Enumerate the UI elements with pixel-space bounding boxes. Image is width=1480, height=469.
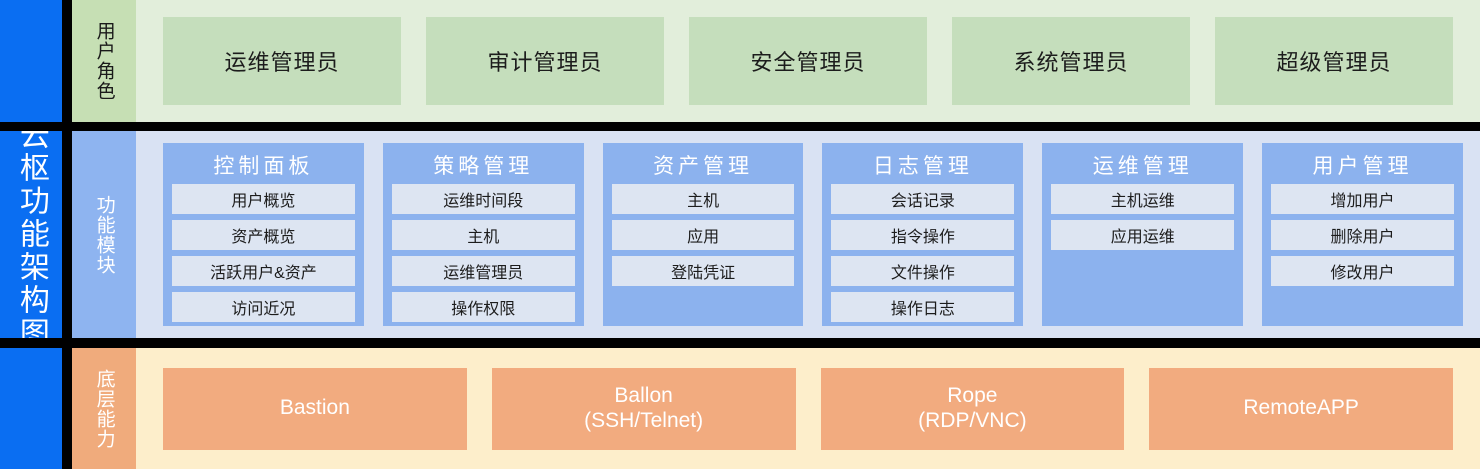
module-item[interactable]: 登陆凭证 — [611, 256, 795, 286]
module-item[interactable]: 文件操作 — [831, 256, 1015, 286]
band-body-user-roles: 运维管理员 审计管理员 安全管理员 系统管理员 超级管理员 — [136, 0, 1480, 122]
role-box-security-admin[interactable]: 安全管理员 — [689, 17, 927, 105]
module-card-user-management[interactable]: 用户管理 增加用户 删除用户 修改用户 — [1262, 143, 1463, 326]
module-item[interactable]: 用户概览 — [172, 184, 355, 214]
module-item-list: 会话记录 指令操作 文件操作 操作日志 — [831, 184, 1015, 322]
band-underlying-capability: 底层能力 Bastion Ballon (SSH/Telnet) Rope (R… — [72, 348, 1480, 469]
module-item[interactable]: 应用 — [611, 220, 795, 250]
module-item[interactable]: 操作日志 — [831, 292, 1015, 322]
module-item-list: 主机 应用 登陆凭证 — [611, 184, 795, 286]
module-card-policy-management[interactable]: 策略管理 运维时间段 主机 运维管理员 操作权限 — [382, 143, 584, 326]
module-item-list: 主机运维 应用运维 — [1051, 184, 1235, 250]
band-label-function-modules: 功能模块 — [72, 131, 136, 338]
module-item-list: 运维时间段 主机 运维管理员 操作权限 — [391, 184, 575, 322]
divider-bottom — [0, 338, 1480, 348]
module-title: 日志管理 — [872, 155, 973, 178]
module-item[interactable]: 会话记录 — [831, 184, 1015, 214]
module-title: 用户管理 — [1312, 155, 1413, 178]
capability-box-bastion[interactable]: Bastion — [163, 367, 467, 450]
module-item[interactable]: 增加用户 — [1271, 184, 1454, 214]
module-title: 运维管理 — [1092, 155, 1193, 178]
module-item[interactable]: 主机 — [391, 220, 575, 250]
module-item[interactable]: 运维时间段 — [391, 184, 575, 214]
band-label-text: 功能模块 — [93, 194, 115, 275]
divider-top — [0, 122, 1480, 131]
module-title: 控制面板 — [213, 155, 314, 178]
band-label-text: 用户角色 — [93, 21, 115, 101]
module-item[interactable]: 指令操作 — [831, 220, 1015, 250]
module-item-list: 用户概览 资产概览 活跃用户&资产 访问近况 — [172, 184, 355, 322]
diagram-title: 云枢功能架构图 — [14, 119, 48, 350]
module-item[interactable]: 运维管理员 — [391, 256, 575, 286]
module-item[interactable]: 删除用户 — [1271, 220, 1454, 250]
module-item[interactable]: 应用运维 — [1051, 220, 1235, 250]
capability-box-ballon[interactable]: Ballon (SSH/Telnet) — [491, 367, 796, 450]
role-box-ops-admin[interactable]: 运维管理员 — [163, 17, 401, 105]
band-label-text: 底层能力 — [93, 368, 115, 449]
module-card-ops-management[interactable]: 运维管理 主机运维 应用运维 — [1042, 143, 1244, 326]
module-item[interactable]: 主机 — [611, 184, 795, 214]
module-card-log-management[interactable]: 日志管理 会话记录 指令操作 文件操作 操作日志 — [822, 143, 1024, 326]
module-card-control-panel[interactable]: 控制面板 用户概览 资产概览 活跃用户&资产 访问近况 — [163, 143, 364, 326]
diagram-title-bar: 云枢功能架构图 — [0, 0, 62, 469]
band-label-user-roles: 用户角色 — [72, 0, 136, 122]
module-item[interactable]: 活跃用户&资产 — [172, 256, 355, 286]
module-title: 策略管理 — [433, 155, 534, 178]
module-item[interactable]: 修改用户 — [1271, 256, 1454, 286]
band-label-underlying-capability: 底层能力 — [72, 348, 136, 469]
module-card-asset-management[interactable]: 资产管理 主机 应用 登陆凭证 — [602, 143, 804, 326]
capability-box-rope[interactable]: Rope (RDP/VNC) — [820, 367, 1125, 450]
module-item[interactable]: 资产概览 — [172, 220, 355, 250]
capability-box-remoteapp[interactable]: RemoteAPP — [1149, 367, 1453, 450]
band-body-function-modules: 控制面板 用户概览 资产概览 活跃用户&资产 访问近况 策略管理 运维时间段 主… — [136, 131, 1480, 338]
band-function-modules: 功能模块 控制面板 用户概览 资产概览 活跃用户&资产 访问近况 策略管理 运维… — [72, 131, 1480, 338]
role-box-super-admin[interactable]: 超级管理员 — [1215, 17, 1453, 105]
role-box-system-admin[interactable]: 系统管理员 — [952, 17, 1190, 105]
role-box-audit-admin[interactable]: 审计管理员 — [426, 17, 664, 105]
module-item[interactable]: 主机运维 — [1051, 184, 1235, 214]
band-user-roles: 用户角色 运维管理员 审计管理员 安全管理员 系统管理员 超级管理员 — [72, 0, 1480, 122]
module-item-list: 增加用户 删除用户 修改用户 — [1271, 184, 1454, 286]
band-body-underlying-capability: Bastion Ballon (SSH/Telnet) Rope (RDP/VN… — [136, 348, 1480, 469]
module-item[interactable]: 操作权限 — [391, 292, 575, 322]
module-item[interactable]: 访问近况 — [172, 292, 355, 322]
module-title: 资产管理 — [653, 155, 754, 178]
